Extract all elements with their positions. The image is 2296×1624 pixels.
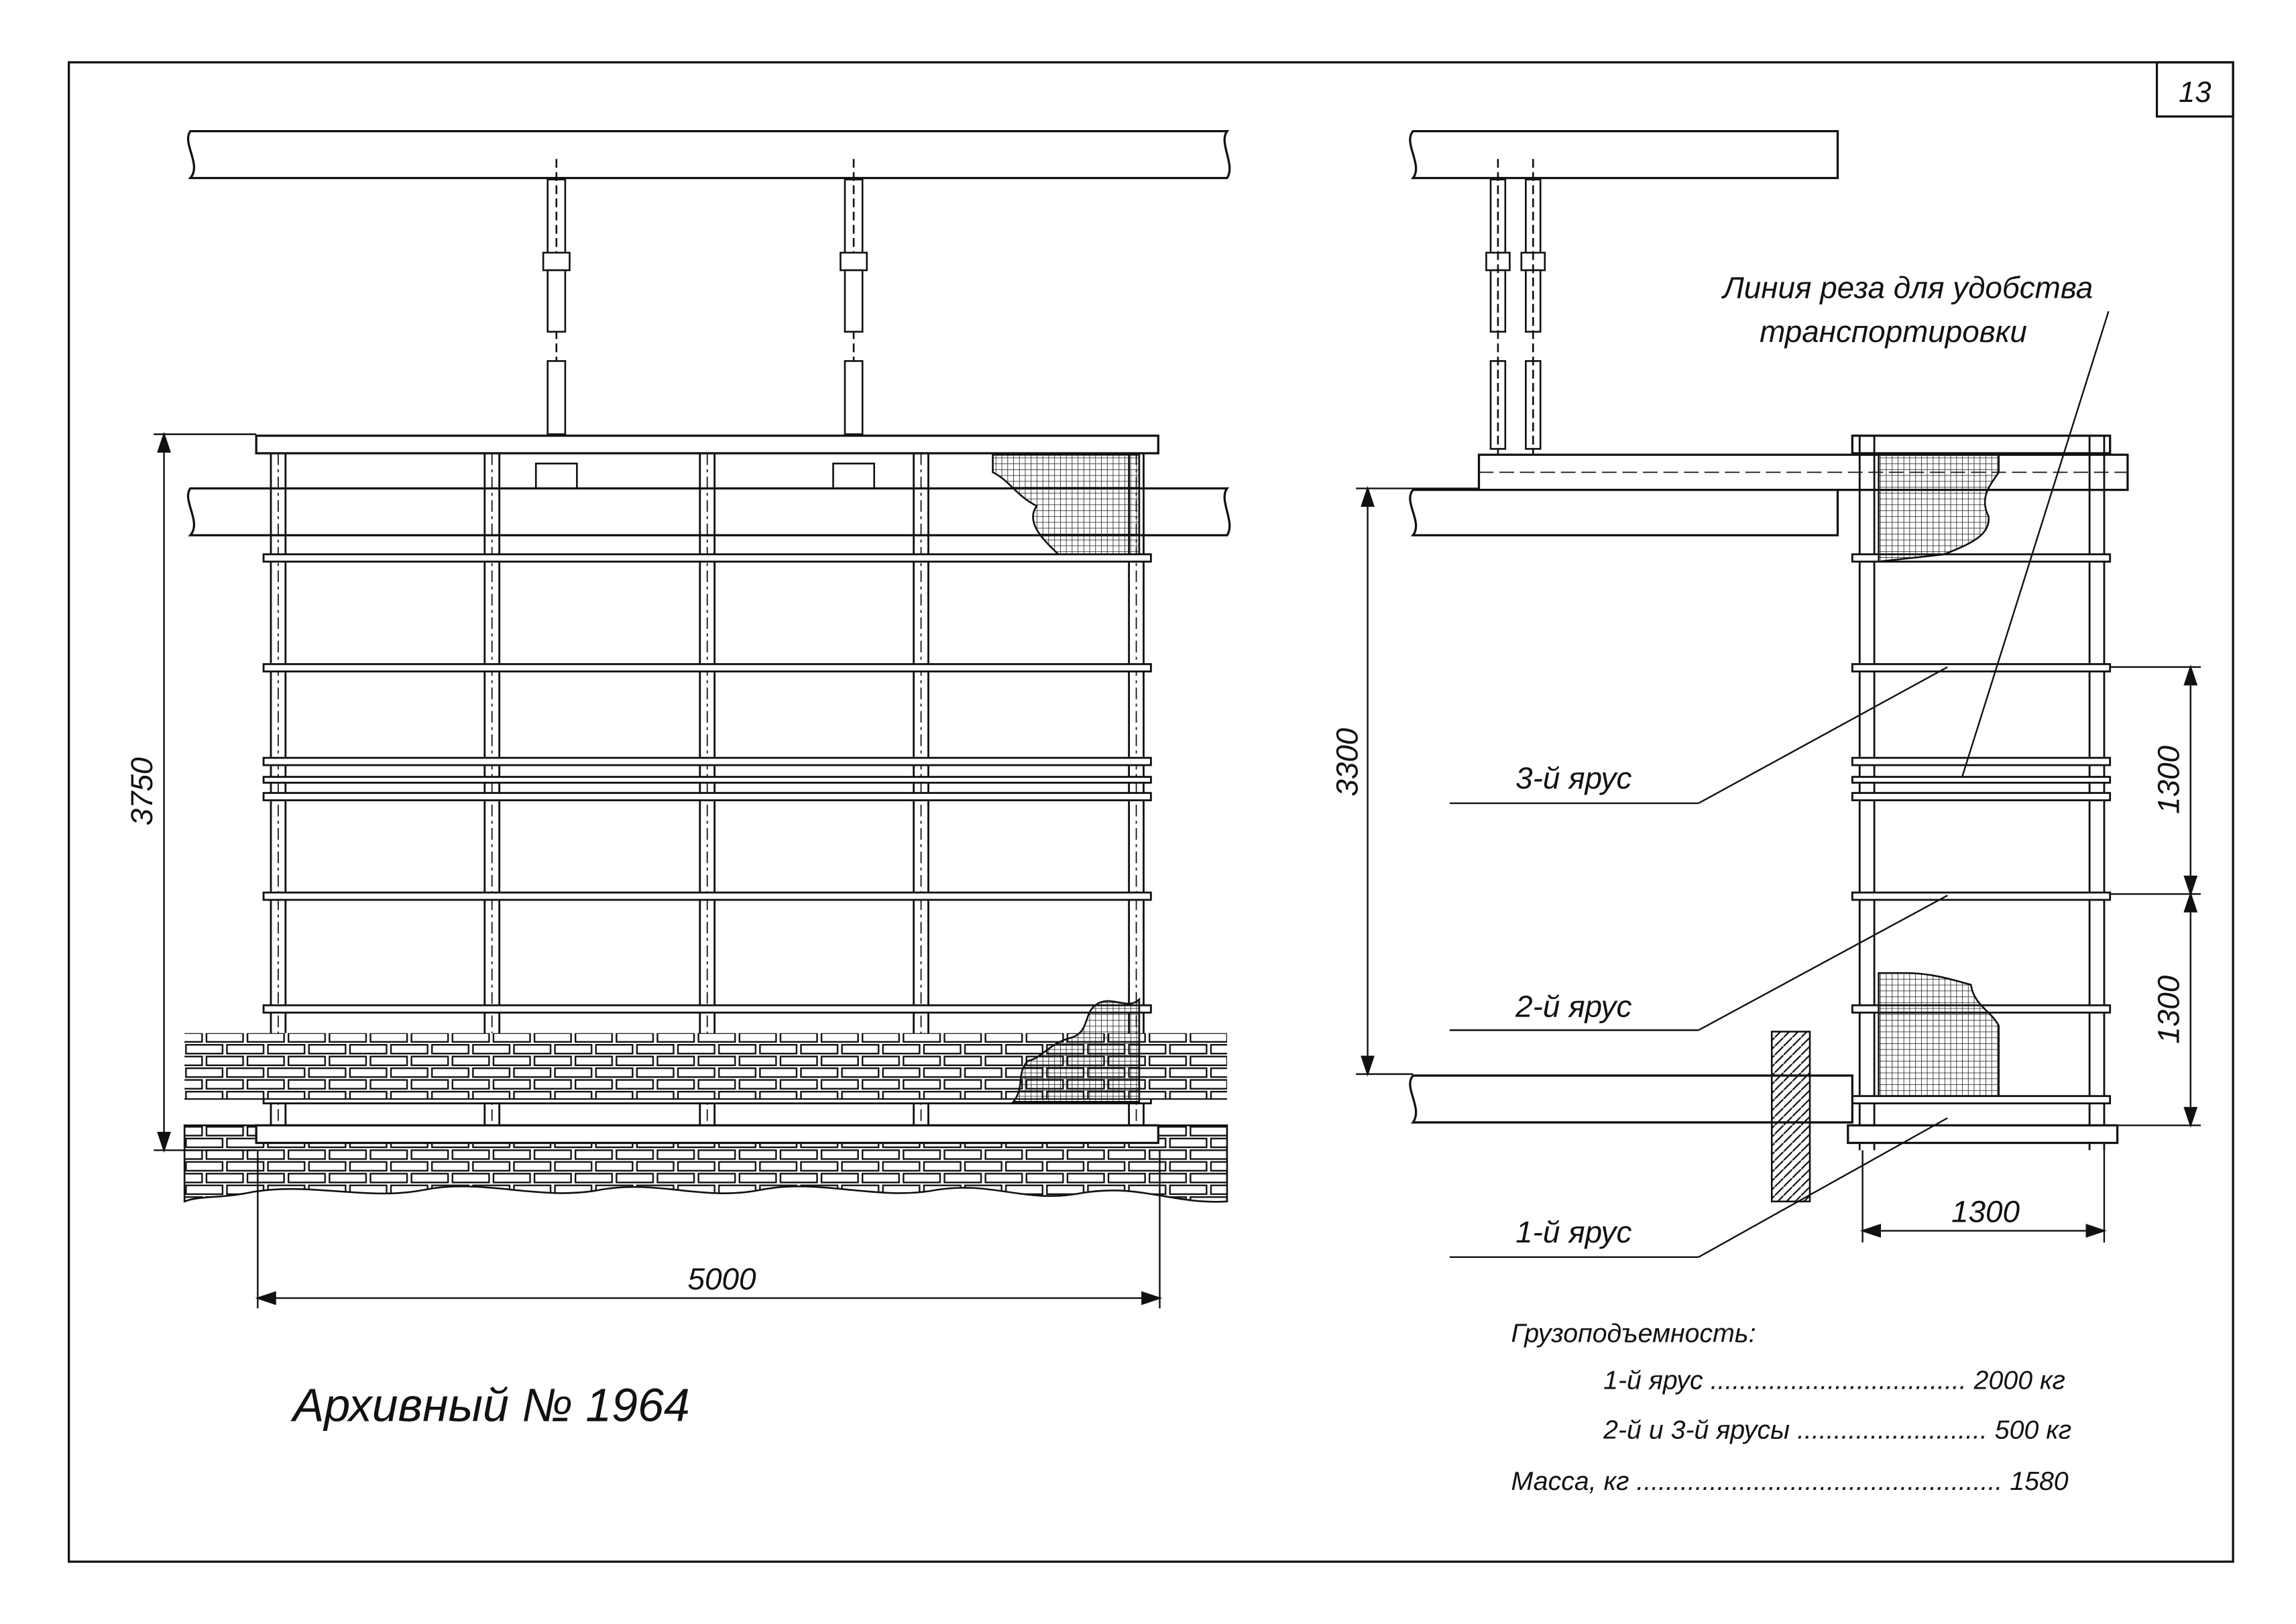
dim-height-front-label: 3750 xyxy=(124,757,159,825)
side-wall-section xyxy=(1770,1031,1811,1203)
dim-tier-upper-label: 1300 xyxy=(2150,745,2185,813)
ceiling-beam xyxy=(186,129,1231,180)
brick-wall-lower xyxy=(183,1124,1228,1203)
capacity-tier1: 1-й ярус ...............................… xyxy=(1603,1365,2065,1395)
side-view: Линия реза для удобства транспортировки … xyxy=(1329,129,2201,1259)
side-base-channel xyxy=(1847,1124,2119,1145)
cantilever-arm xyxy=(1477,453,2129,491)
side-mesh-top xyxy=(1878,453,2000,563)
specs-block: Грузоподъемность: 1-й ярус .............… xyxy=(1511,1318,2072,1496)
mesh-panel-top xyxy=(992,453,1141,559)
dim-height-side-label: 3300 xyxy=(1329,728,1364,796)
side-mesh-bottom xyxy=(1878,972,2000,1097)
rack-top-channel xyxy=(255,434,1159,455)
dim-tier-lower-label: 1300 xyxy=(2150,975,2185,1043)
capacity-tier23: 2-й и 3-й ярусы ........................… xyxy=(1603,1415,2071,1445)
dim-height-side xyxy=(1356,485,1479,1077)
dim-width-front-label: 5000 xyxy=(688,1261,756,1296)
side-intermediate-beam xyxy=(1409,488,1839,536)
sheet-border xyxy=(67,61,2234,1563)
dim-depth-side xyxy=(1859,1150,2107,1242)
side-ceiling-beam xyxy=(1409,129,1839,180)
side-floor-beam xyxy=(1409,1074,1853,1124)
tier1-label: 1-й ярус xyxy=(1515,1214,1631,1249)
capacity-heading: Грузоподъемность: xyxy=(1511,1318,1756,1348)
tier2-label: 2-й ярус xyxy=(1515,989,1631,1024)
rack-base-channel xyxy=(255,1124,1159,1145)
tier3-label: 3-й ярус xyxy=(1515,760,1631,795)
side-hanger-rods xyxy=(1485,159,1546,455)
dim-width-front xyxy=(255,1150,1163,1309)
mass-line: Масса, кг ..............................… xyxy=(1511,1466,2069,1496)
page-number-box: 13 xyxy=(2155,61,2234,118)
dim-depth-side-label: 1300 xyxy=(1951,1194,2020,1228)
page-number: 13 xyxy=(2179,76,2212,109)
dim-height-front xyxy=(154,431,257,1153)
cut-line-leader xyxy=(1961,310,2110,777)
dim-tiers-right xyxy=(2110,664,2201,1128)
archive-label: Архивный № 1964 xyxy=(290,1379,690,1431)
mesh-panel-bottom xyxy=(1011,997,1141,1103)
cut-line-note-line2: транспортировки xyxy=(1760,314,2027,349)
cut-line-note-line1: Линия реза для удобства xyxy=(1721,270,2093,305)
intermediate-beam xyxy=(186,487,1231,536)
side-rack-top xyxy=(1851,434,2112,455)
hanger-rod-left xyxy=(529,159,584,500)
front-view: 3750 5000 xyxy=(124,129,1231,1309)
